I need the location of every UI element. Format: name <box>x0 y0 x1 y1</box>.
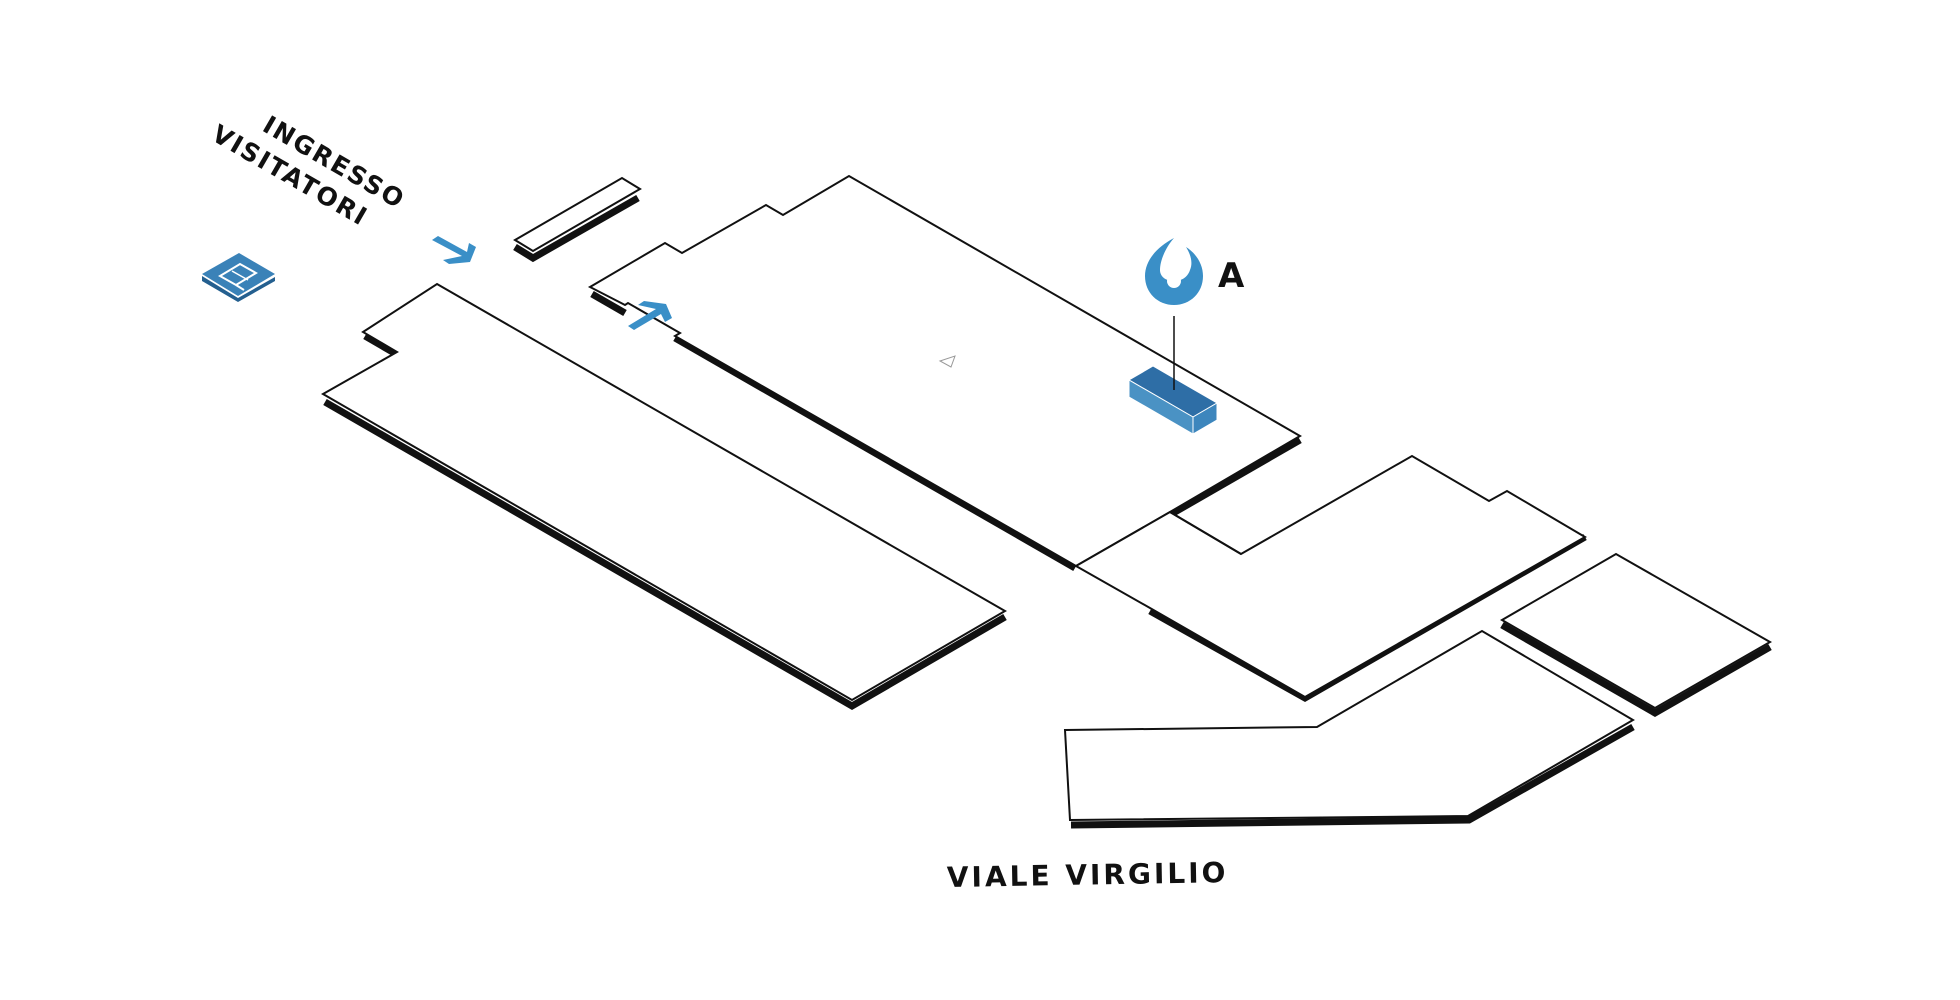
direction-arrow-icon <box>628 301 672 330</box>
building-small-bar <box>513 176 642 263</box>
building-bottom-block <box>1063 629 1635 829</box>
parking-icon[interactable] <box>202 253 275 302</box>
building-main-block <box>587 174 1587 703</box>
building-right-block <box>1499 552 1773 718</box>
marker-label: A <box>1218 256 1245 296</box>
building-left-block <box>320 282 1007 711</box>
water-drop-icon[interactable] <box>1145 238 1203 305</box>
triangle-marker-icon <box>938 355 956 368</box>
building-a-highlight[interactable] <box>1128 365 1218 435</box>
street-label: VIALE VIRGILIO <box>947 856 1229 894</box>
direction-arrow-icon <box>432 236 476 264</box>
